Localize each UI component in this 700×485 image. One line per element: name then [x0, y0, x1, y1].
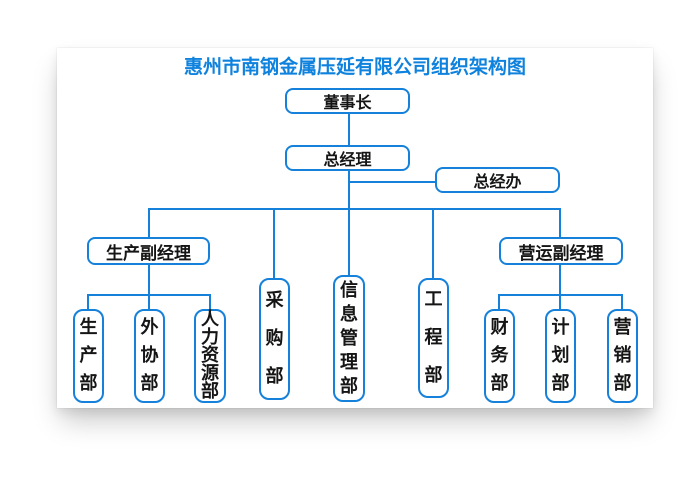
node-dept-planning: 计划部 — [545, 309, 576, 403]
node-operations-deputy: 营运副经理 — [499, 237, 623, 265]
connector-gm-trunk — [348, 171, 350, 275]
org-chart-card: 惠州市南钢金属压延有限公司组织架构图 董事长 总经理 总经办 生产副经理 营运副… — [57, 48, 653, 408]
connector-drop-finance-dept — [498, 294, 500, 309]
node-dept-outsourcing-label: 外协部 — [140, 317, 159, 394]
node-production-deputy: 生产副经理 — [87, 237, 210, 265]
connector-drop-purchasing — [273, 208, 275, 278]
node-dept-marketing-label: 营销部 — [613, 317, 632, 394]
node-dept-purchasing-label: 采购部 — [265, 290, 284, 387]
node-chairman: 董事长 — [285, 88, 410, 114]
node-dept-planning-label: 计划部 — [551, 317, 570, 394]
connector-drop-outsourcing-dept — [148, 294, 150, 309]
node-general-manager-label: 总经理 — [323, 150, 372, 169]
node-production-deputy-label: 生产副经理 — [106, 243, 191, 264]
node-dept-info-management: 信息管理部 — [333, 275, 365, 402]
node-dept-purchasing: 采购部 — [259, 278, 290, 400]
node-dept-finance: 财务部 — [484, 309, 515, 403]
connector-gm-office — [348, 181, 435, 183]
node-operations-deputy-label: 营运副经理 — [518, 243, 604, 264]
node-dept-outsourcing: 外协部 — [134, 309, 165, 403]
connector-drop-production-deputy — [148, 208, 150, 237]
node-dept-production: 生产部 — [73, 309, 104, 403]
node-gm-office: 总经办 — [435, 167, 560, 193]
connector-main-horizontal — [148, 208, 561, 210]
node-dept-marketing: 营销部 — [607, 309, 638, 403]
connector-drop-engineering — [432, 208, 434, 278]
node-gm-office-label: 总经办 — [473, 172, 522, 191]
node-dept-engineering: 工程部 — [418, 278, 449, 398]
node-dept-info-management-label: 信息管理部 — [340, 279, 358, 397]
connector-operations-deputy-down — [559, 265, 561, 294]
connector-drop-planning-dept — [559, 294, 561, 309]
connector-drop-marketing-dept — [621, 294, 623, 309]
node-dept-engineering-label: 工程部 — [424, 289, 443, 386]
connector-drop-production-dept — [87, 294, 89, 309]
node-dept-finance-label: 财务部 — [490, 317, 509, 394]
node-general-manager: 总经理 — [285, 145, 410, 171]
connector-drop-hr-dept — [209, 294, 211, 309]
node-dept-hr: 人力资源部 — [194, 309, 226, 403]
connector-chairman-gm — [348, 114, 350, 145]
connector-drop-operations-deputy — [559, 208, 561, 237]
node-chairman-label: 董事长 — [323, 93, 372, 112]
connector-production-deputy-down — [148, 265, 150, 294]
node-dept-production-label: 生产部 — [79, 317, 98, 394]
node-dept-hr-label: 人力资源部 — [201, 309, 219, 402]
chart-title: 惠州市南钢金属压延有限公司组织架构图 — [183, 56, 526, 78]
